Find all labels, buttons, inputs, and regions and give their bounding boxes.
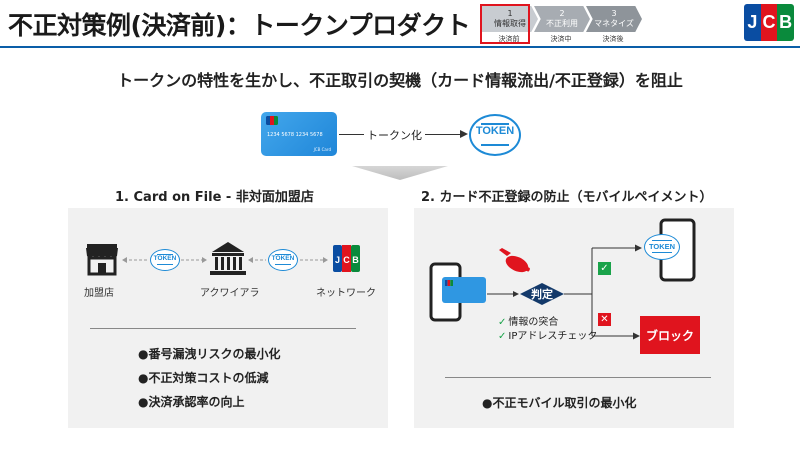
step-2-label: 不正利用 bbox=[546, 19, 578, 28]
store-icon bbox=[86, 244, 118, 276]
benefit-item-3: ●決済承認率の向上 bbox=[138, 395, 245, 409]
connector-arrowheads bbox=[122, 257, 328, 263]
acquirer-label: アクワイアラ bbox=[200, 288, 260, 299]
jcb-logo-j: J bbox=[744, 4, 761, 41]
right-panel-divider bbox=[445, 377, 711, 378]
merchant-label: 加盟店 bbox=[84, 288, 114, 299]
token-icon: TOKEN bbox=[469, 114, 521, 156]
check-mark-icon: ✓ bbox=[498, 331, 507, 342]
current-step-highlight bbox=[480, 4, 530, 44]
check-item-2: ✓IPアドレスチェック bbox=[498, 327, 597, 342]
benefit-item-2: ●不正対策コストの低減 bbox=[138, 371, 269, 385]
tokenization-label: トークン化 bbox=[364, 127, 425, 143]
step-2: 2 不正利用 bbox=[534, 6, 590, 32]
tokenization-arrow-head-icon bbox=[460, 130, 468, 138]
subtitle: トークンの特性を生かし、不正取引の契機（カード情報流出/不正登録）を阻止 bbox=[117, 71, 683, 90]
token-line-bottom bbox=[275, 264, 291, 265]
judgement-diamond bbox=[520, 283, 564, 305]
token-line-bottom bbox=[481, 144, 509, 146]
token-text-left-2: TOKEN bbox=[271, 255, 295, 262]
phone-card-icon bbox=[442, 277, 486, 303]
svg-text:C: C bbox=[343, 255, 350, 265]
check-item-1-text: 情報の突合 bbox=[508, 317, 559, 328]
token-icon-left-2: TOKEN bbox=[268, 249, 298, 271]
page-title: 不正対策例(決済前)：トークンプロダクト bbox=[8, 11, 471, 40]
step-1-sub: 決済前 bbox=[498, 35, 520, 43]
step-1-number: 1 bbox=[507, 9, 513, 18]
section-heading-card-on-file: 1. Card on File - 非対面加盟店 bbox=[115, 190, 314, 205]
token-line-top bbox=[652, 240, 672, 241]
card-brand-mark-icon bbox=[266, 116, 278, 125]
network-jcb-icon: J C B bbox=[333, 245, 360, 272]
pointing-hand-icon bbox=[499, 248, 530, 273]
step-3-number: 3 bbox=[611, 9, 617, 18]
step-3: 3 マネタイズ bbox=[586, 6, 642, 32]
check-mark-icon: ✓ bbox=[498, 317, 507, 328]
jcb-logo-c: C bbox=[760, 4, 778, 41]
approve-check-icon: ✓ bbox=[598, 262, 611, 275]
token-line-top bbox=[157, 254, 173, 255]
token-icon-phone: TOKEN bbox=[644, 234, 680, 260]
svg-text:B: B bbox=[352, 255, 359, 265]
step-3-sub: 決済後 bbox=[602, 35, 624, 43]
reject-cross-icon: ✕ bbox=[598, 313, 611, 326]
benefit-item-mobile: ●不正モバイル取引の最小化 bbox=[482, 396, 637, 410]
check-item-1: ✓情報の突合 bbox=[498, 313, 558, 328]
step-1-label: 情報取得 bbox=[494, 19, 526, 28]
block-badge: ブロック bbox=[640, 316, 700, 354]
token-text: TOKEN bbox=[475, 125, 515, 137]
judgement-label: 判定 bbox=[531, 288, 553, 301]
title-divider bbox=[0, 46, 800, 48]
token-icon-left-1: TOKEN bbox=[150, 249, 180, 271]
benefit-item-1: ●番号漏洩リスクの最小化 bbox=[138, 347, 281, 361]
step-2-number: 2 bbox=[559, 9, 565, 18]
card-brand-text: JCB Card bbox=[313, 147, 331, 152]
left-panel-divider bbox=[90, 328, 356, 329]
jcb-logo-b: B bbox=[777, 4, 794, 41]
svg-text:J: J bbox=[335, 255, 340, 265]
credit-card-icon: 1234 5678 1234 5678 JCB Card bbox=[261, 112, 337, 156]
bank-icon bbox=[210, 242, 246, 275]
token-line-bottom bbox=[652, 252, 672, 253]
token-text-left-1: TOKEN bbox=[153, 255, 177, 262]
check-item-2-text: IPアドレスチェック bbox=[508, 331, 598, 342]
network-label: ネットワーク bbox=[316, 288, 376, 299]
token-text-phone: TOKEN bbox=[648, 242, 676, 251]
section-heading-mobile-payment: 2. カード不正登録の防止（モバイルペイメント） bbox=[421, 190, 713, 205]
step-2-sub: 決済中 bbox=[550, 35, 572, 43]
token-line-top bbox=[481, 123, 509, 125]
jcb-logo: J C B bbox=[744, 4, 794, 41]
step-3-label: マネタイズ bbox=[594, 19, 634, 28]
card-number: 1234 5678 1234 5678 bbox=[267, 132, 323, 138]
process-steps: 1 情報取得 2 不正利用 3 マネタイズ 決済前 決済中 決済後 bbox=[480, 4, 644, 44]
token-line-top bbox=[275, 254, 291, 255]
token-line-bottom bbox=[157, 264, 173, 265]
